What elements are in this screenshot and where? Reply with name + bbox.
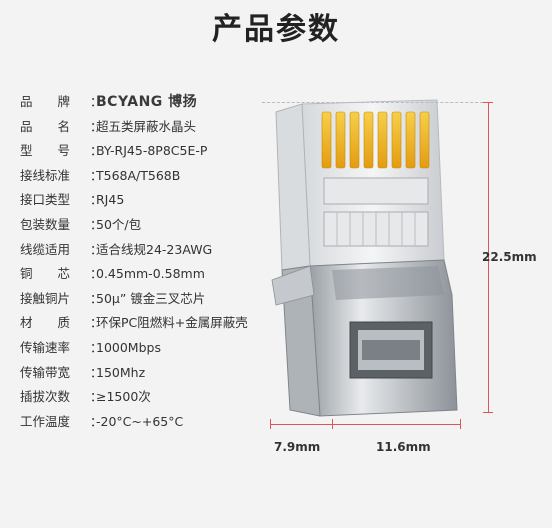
page-title: 产品参数 [212,12,340,47]
depth-dimension-line [270,424,332,425]
brand-logo-text: BCYANG 博扬 [96,94,198,110]
spec-value: ≥1500次 [96,389,151,405]
spec-row: 传输速率：1000Mbps [20,338,161,358]
height-dimension-label: 22.5mm [482,250,537,264]
spec-row: 型 号：BY-RJ45-8P8C5E-P [20,141,207,161]
spec-key: 传输速率 [20,340,71,355]
spec-value: -20°C~+65°C [96,413,184,429]
gold-pins [321,111,430,169]
spec-row: 接线标准：T568A/T568B [20,166,180,186]
spec-key: 传输带宽 [20,364,71,380]
spec-value: RJ45 [96,192,125,208]
spec-value: 超五类屏蔽水晶头 [96,118,197,134]
spec-key: 接口类型 [20,192,71,208]
width-dimension-line [332,424,460,425]
depth-dimension-tick-left [270,419,271,429]
width-dimension-label: 11.6mm [376,440,431,454]
spec-value: T568A/T568B [96,167,181,183]
spec-row: 包装数量：50个/包 [20,215,141,235]
depth-dimension-label: 7.9mm [274,440,321,454]
guide-line-top [262,102,488,103]
spec-key: 包装数量 [20,217,71,232]
spec-row: 材 质：环保PC阻燃料+金属屏蔽壳 [20,313,248,333]
height-dimension-line [488,102,489,412]
spec-key: 插拔次数 [20,389,71,405]
spec-row: 接口类型：RJ45 [20,190,124,210]
height-dimension-cap-top [483,102,493,103]
spec-value: 环保PC阻燃料+金属屏蔽壳 [96,315,248,331]
spec-key: 品 牌 [20,94,71,109]
spec-key: 接线标准 [20,167,71,183]
spec-row: 传输带宽：150Mhz [20,363,145,383]
spec-row: 品 名：超五类屏蔽水晶头 [20,117,196,137]
spec-key: 铜 芯 [20,266,71,282]
spec-row: 线缆适用：适合线规24-23AWG [20,240,212,260]
spec-key: 材 质 [20,315,71,331]
spec-key: 接触铜片 [20,290,71,306]
spec-key: 型 号 [20,143,71,159]
spec-row: 铜 芯：0.45mm-0.58mm [20,264,205,284]
spec-value: 150Mhz [96,364,146,380]
spec-value: BY-RJ45-8P8C5E-P [96,143,208,159]
spec-row: 插拔次数：≥1500次 [20,387,151,407]
spec-value: 50个/包 [96,217,142,232]
rj45-connector-illustration [271,99,458,417]
spec-key: 线缆适用 [20,241,71,257]
spec-value: 1000Mbps [96,340,161,355]
spec-row: 接触铜片：50μ” 镀金三叉芯片 [20,289,205,309]
spec-key: 品 名 [20,118,71,134]
spec-value: 适合线规24-23AWG [96,241,213,257]
spec-value: 50μ” 镀金三叉芯片 [96,290,206,306]
width-dimension-tick-right [460,419,461,429]
spec-row: 品 牌：BCYANG 博扬 [20,92,197,112]
spec-key: 工作温度 [20,413,71,429]
spec-row: 工作温度：-20°C~+65°C [20,412,183,432]
height-dimension-cap-bottom [483,412,493,413]
spec-value: 0.45mm-0.58mm [96,266,205,282]
